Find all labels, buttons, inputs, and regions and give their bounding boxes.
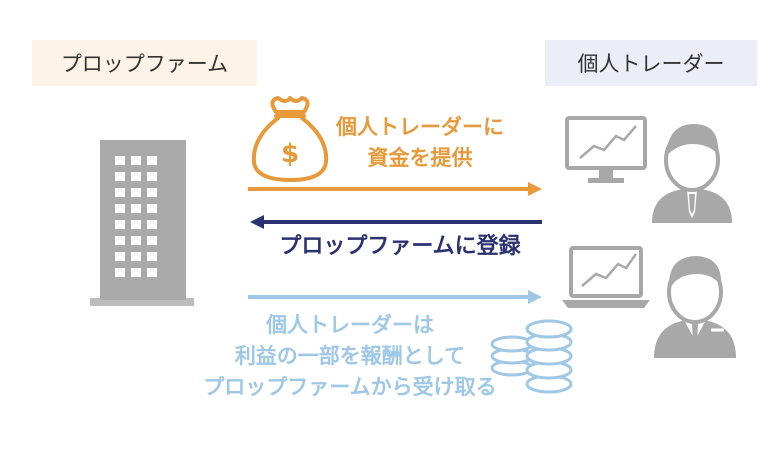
provide-funds-caption: 個人トレーダーに 資金を提供 — [310, 112, 530, 174]
reward-caption-line: 利益の一部を報酬として — [234, 344, 466, 368]
provide-funds-arrow — [248, 182, 542, 196]
provide-funds-caption-line: 資金を提供 — [367, 146, 473, 170]
coin-stack-icon — [490, 319, 573, 394]
reward-arrow — [248, 290, 542, 304]
individual-trader-label: 個人トレーダー — [545, 40, 757, 86]
register-caption: プロップファームに登録 — [250, 232, 550, 262]
reward-caption: 個人トレーダーは 利益の一部を報酬として プロップファームから受け取る — [170, 310, 530, 403]
register-arrow — [250, 215, 542, 229]
provide-funds-caption-line: 個人トレーダーに — [336, 115, 504, 139]
office-building-icon — [90, 140, 194, 306]
businessman-icon — [654, 256, 736, 358]
individual-trader-label-text: 個人トレーダー — [577, 52, 725, 76]
laptop-chart-icon — [562, 246, 650, 308]
reward-caption-line: 個人トレーダーは — [266, 313, 434, 337]
money-bag-dollar-icon: $ — [251, 96, 329, 182]
reward-caption-line: プロップファームから受け取る — [203, 375, 497, 399]
businessman-icon — [652, 124, 732, 223]
prop-firm-label-text: プロップファーム — [60, 52, 229, 76]
register-caption-line: プロップファームに登録 — [279, 234, 521, 259]
desktop-monitor-chart-icon — [565, 116, 647, 183]
svg-text:$: $ — [281, 139, 299, 169]
prop-firm-label: プロップファーム — [32, 40, 257, 86]
